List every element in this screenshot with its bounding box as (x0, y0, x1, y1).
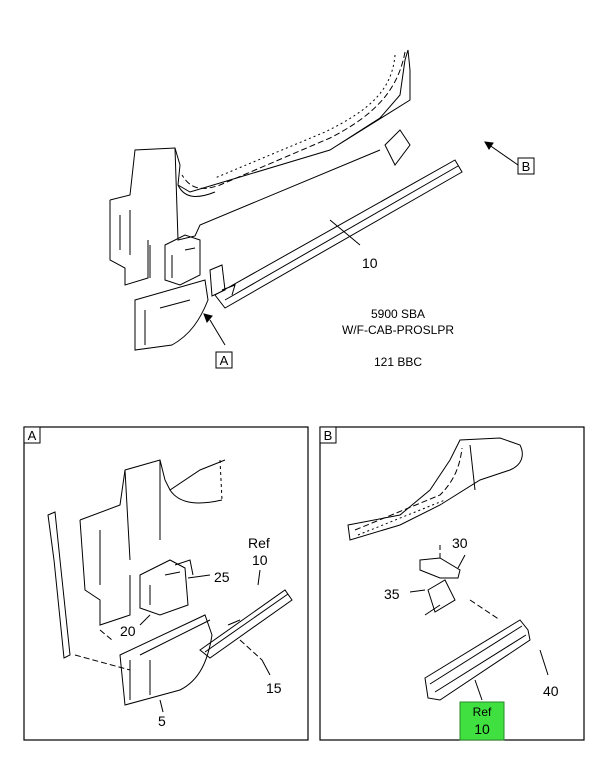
callout-15: 15 (266, 680, 282, 696)
svg-text:A: A (220, 353, 229, 368)
detail-a-drawing (47, 459, 293, 713)
main-assembly-view (109, 49, 519, 351)
view-b-tag: B (517, 157, 535, 175)
detail-b-drawing (347, 437, 549, 701)
detail-a-tag: A (28, 428, 37, 443)
detail-b-panel: B (319, 426, 585, 741)
callout-40: 40 (543, 683, 559, 699)
callout-20: 20 (120, 623, 136, 639)
callout-5: 5 (158, 713, 166, 729)
front-rocker-panel (134, 279, 209, 351)
code-text: 121 BBC (374, 355, 422, 369)
cab-side-panel (109, 49, 411, 201)
sill-40 (424, 619, 531, 701)
detail-b-tag: B (324, 428, 333, 443)
ref-label-b: Ref (473, 705, 492, 719)
callout-35: 35 (384, 586, 400, 602)
ref-10-highlight[interactable]: Ref 10 (459, 701, 505, 741)
rocker-sill (214, 159, 463, 309)
bracket-30-35 (419, 557, 461, 579)
bracket-20-25 (139, 559, 189, 616)
callout-10-a: 10 (252, 552, 268, 568)
detail-a-panel: A (23, 426, 309, 741)
ref-number-b: 10 (474, 721, 490, 737)
ref-label-a: Ref (248, 535, 270, 551)
callout-30: 30 (452, 535, 468, 551)
callout-25: 25 (214, 569, 230, 585)
view-a-tag: A (215, 351, 233, 369)
upper-bracket (164, 234, 201, 286)
callout-10-main: 10 (362, 255, 378, 271)
panel-5 (119, 614, 213, 706)
model-text: 5900 SBA (371, 307, 425, 321)
description-text: W/F-CAB-PROSLPR (342, 323, 454, 337)
svg-text:B: B (522, 159, 531, 174)
sill-15 (199, 589, 293, 659)
